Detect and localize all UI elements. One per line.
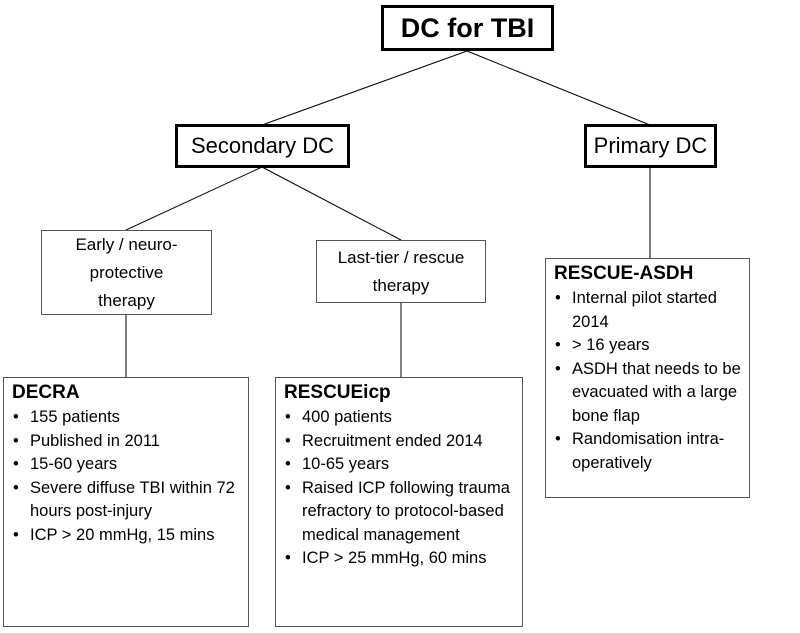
list-item: 10-65 years (284, 453, 516, 477)
list-item: 155 patients (12, 406, 242, 430)
rescueicp-bullet-list: 400 patients Recruitment ended 2014 10-6… (284, 406, 516, 571)
secondary-dc-label: Secondary DC (190, 133, 335, 158)
list-item: > 16 years (554, 334, 743, 358)
root-node: DC for TBI (381, 5, 554, 51)
root-title: DC for TBI (400, 12, 535, 43)
list-item: Severe diffuse TBI within 72 hours post-… (12, 477, 242, 524)
list-item: Raised ICP following trauma refractory t… (284, 477, 516, 548)
connector-secondary-lasttier (261, 166, 402, 241)
list-item: Recruitment ended 2014 (284, 430, 516, 454)
list-item: ASDH that needs to be evacuated with a l… (554, 358, 743, 429)
primary-dc-label: Primary DC (593, 133, 708, 158)
decra-panel: DECRA 155 patients Published in 2011 15-… (3, 377, 249, 627)
early-therapy-label: Early / neuro-protective therapy (75, 234, 178, 310)
connector-secondary-early (125, 166, 263, 231)
early-therapy-node: Early / neuro-protective therapy (41, 230, 212, 315)
primary-dc-node: Primary DC (584, 124, 717, 168)
list-item: ICP > 20 mmHg, 15 mins (12, 524, 242, 548)
rescueicp-title: RESCUEicp (284, 382, 391, 403)
decra-title: DECRA (12, 382, 80, 403)
list-item: 400 patients (284, 406, 516, 430)
connector-root-primary (466, 50, 651, 126)
rescue-asdh-bullet-list: Internal pilot started 2014 > 16 years A… (554, 287, 743, 475)
list-item: Randomisation intra-operatively (554, 428, 743, 475)
last-tier-therapy-label: Last-tier / rescue therapy (337, 247, 465, 295)
list-item: ICP > 25 mmHg, 60 mins (284, 547, 516, 571)
list-item: Internal pilot started 2014 (554, 287, 743, 334)
decra-bullet-list: 155 patients Published in 2011 15-60 yea… (12, 406, 242, 547)
rescue-asdh-title: RESCUE-ASDH (554, 263, 694, 284)
last-tier-therapy-node: Last-tier / rescue therapy (316, 240, 486, 303)
rescue-asdh-panel: RESCUE-ASDH Internal pilot started 2014 … (545, 258, 750, 498)
rescueicp-panel: RESCUEicp 400 patients Recruitment ended… (275, 377, 523, 627)
list-item: Published in 2011 (12, 430, 242, 454)
connector-root-secondary (261, 50, 468, 126)
list-item: 15-60 years (12, 453, 242, 477)
secondary-dc-node: Secondary DC (175, 124, 350, 168)
